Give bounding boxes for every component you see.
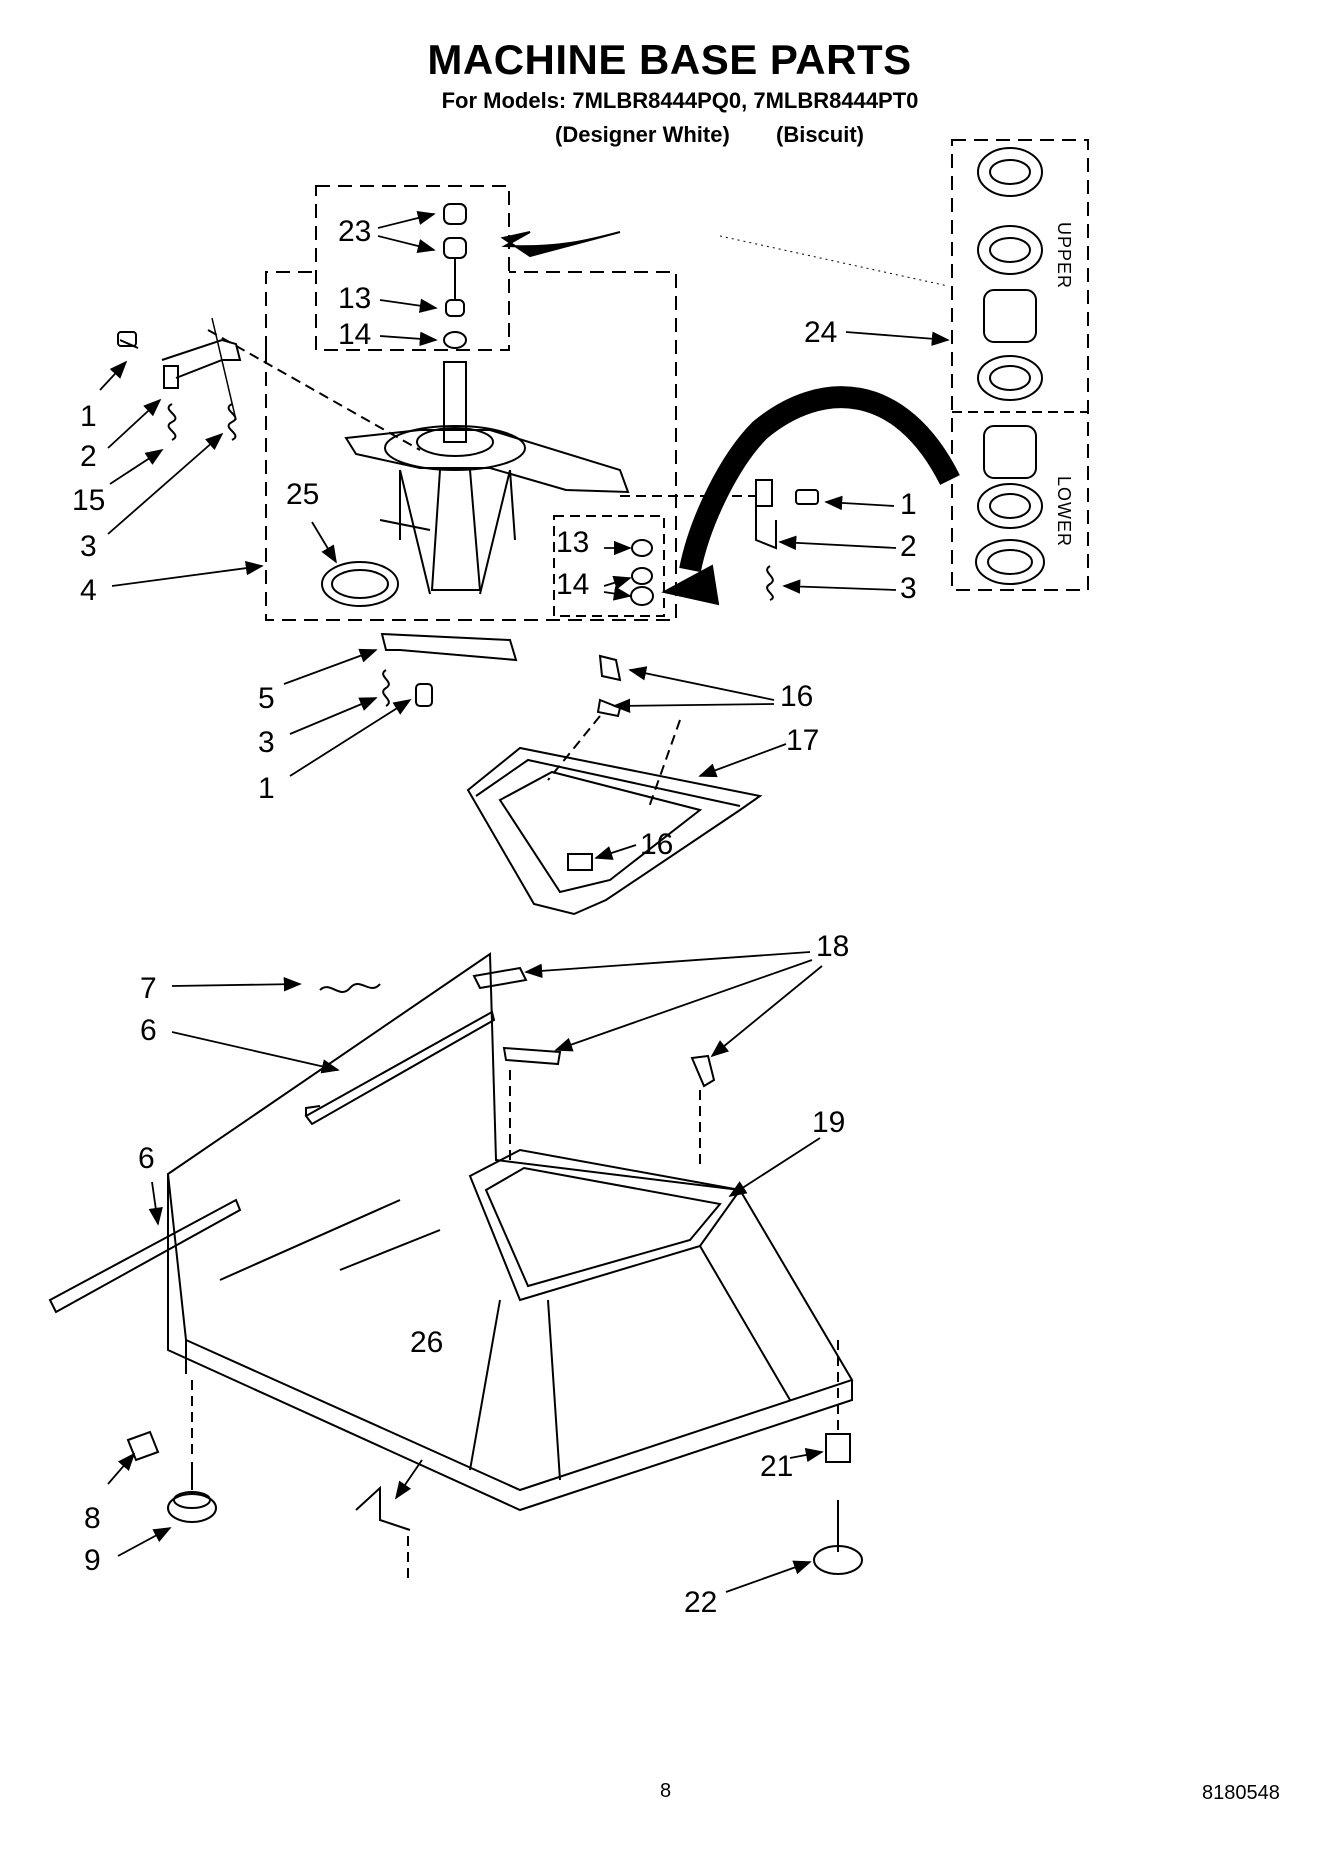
callout-6-lower: 6 — [138, 1142, 155, 1175]
brace-6-lower — [48, 1198, 242, 1314]
callout-25: 25 — [286, 478, 320, 511]
label-upper: UPPER — [1054, 222, 1074, 290]
right-bracket-parts — [755, 479, 819, 601]
callout-4: 4 — [80, 574, 97, 607]
clip-18c — [690, 1054, 716, 1088]
models-line: For Models: 7MLBR8444PQ0, 7MLBR8444PT0 — [441, 88, 919, 113]
snubber-inset-box — [315, 185, 510, 351]
callout-3-left: 3 — [80, 530, 97, 563]
left-bracket-parts — [117, 317, 242, 441]
clip-18b — [502, 1046, 562, 1066]
pad-stack — [630, 539, 654, 606]
callout-16-lower: 16 — [640, 828, 674, 861]
mounting-plate — [466, 654, 763, 916]
big-curved-arrow — [679, 386, 960, 573]
seal-ring — [321, 561, 399, 607]
lower-bracket-parts — [380, 632, 518, 707]
callout-18: 18 — [816, 930, 850, 963]
document-number: 8180548 — [1202, 1782, 1280, 1804]
callout-19: 19 — [812, 1106, 846, 1139]
callout-14-upper: 14 — [338, 318, 372, 351]
callout-1-left: 1 — [80, 400, 97, 433]
machine-base-frame — [166, 952, 854, 1512]
callout-2-right: 2 — [900, 530, 917, 563]
seal-kit-upper — [977, 147, 1043, 401]
spring-7 — [319, 983, 381, 993]
clip-26 — [355, 1485, 411, 1531]
callout-2-left: 2 — [80, 440, 97, 473]
callout-1-right: 1 — [900, 488, 917, 521]
nut-21 — [825, 1433, 851, 1463]
clip-18a — [472, 966, 528, 990]
callout-1-lower: 1 — [258, 772, 275, 805]
callout-9: 9 — [84, 1544, 101, 1577]
callout-15: 15 — [72, 484, 106, 517]
seal-kit-box — [951, 139, 1089, 591]
callout-22: 22 — [684, 1586, 718, 1619]
callout-21: 21 — [760, 1450, 794, 1483]
mechanism-assembly-box — [265, 271, 677, 621]
page-number: 8 — [660, 1780, 672, 1802]
callout-24: 24 — [804, 316, 838, 349]
snubber-stack — [443, 203, 467, 349]
label-lower: LOWER — [1054, 476, 1074, 548]
callout-5: 5 — [258, 682, 275, 715]
callout-17: 17 — [786, 724, 820, 757]
callout-26: 26 — [410, 1326, 444, 1359]
mechanism-assembly — [207, 329, 756, 595]
variant-biscuit: (Biscuit) — [776, 122, 864, 147]
pad-inset-box — [553, 515, 665, 617]
callout-6-upper: 6 — [140, 1014, 157, 1047]
callout-13-upper: 13 — [338, 282, 372, 315]
callout-23: 23 — [338, 215, 372, 248]
callout-13-lower: 13 — [556, 526, 590, 559]
page-title: MACHINE BASE PARTS — [427, 36, 912, 83]
brace-6-upper — [304, 1010, 496, 1126]
callout-14-lower: 14 — [556, 568, 590, 601]
variant-designer-white: (Designer White) — [555, 122, 730, 147]
big-arrow-top — [500, 231, 621, 258]
callout-3-lower: 3 — [258, 726, 275, 759]
callout-16-upper: 16 — [780, 680, 814, 713]
callout-8: 8 — [84, 1502, 101, 1535]
callout-3-right: 3 — [900, 572, 917, 605]
seal-kit-lower — [975, 425, 1045, 585]
callout-7: 7 — [140, 972, 157, 1005]
